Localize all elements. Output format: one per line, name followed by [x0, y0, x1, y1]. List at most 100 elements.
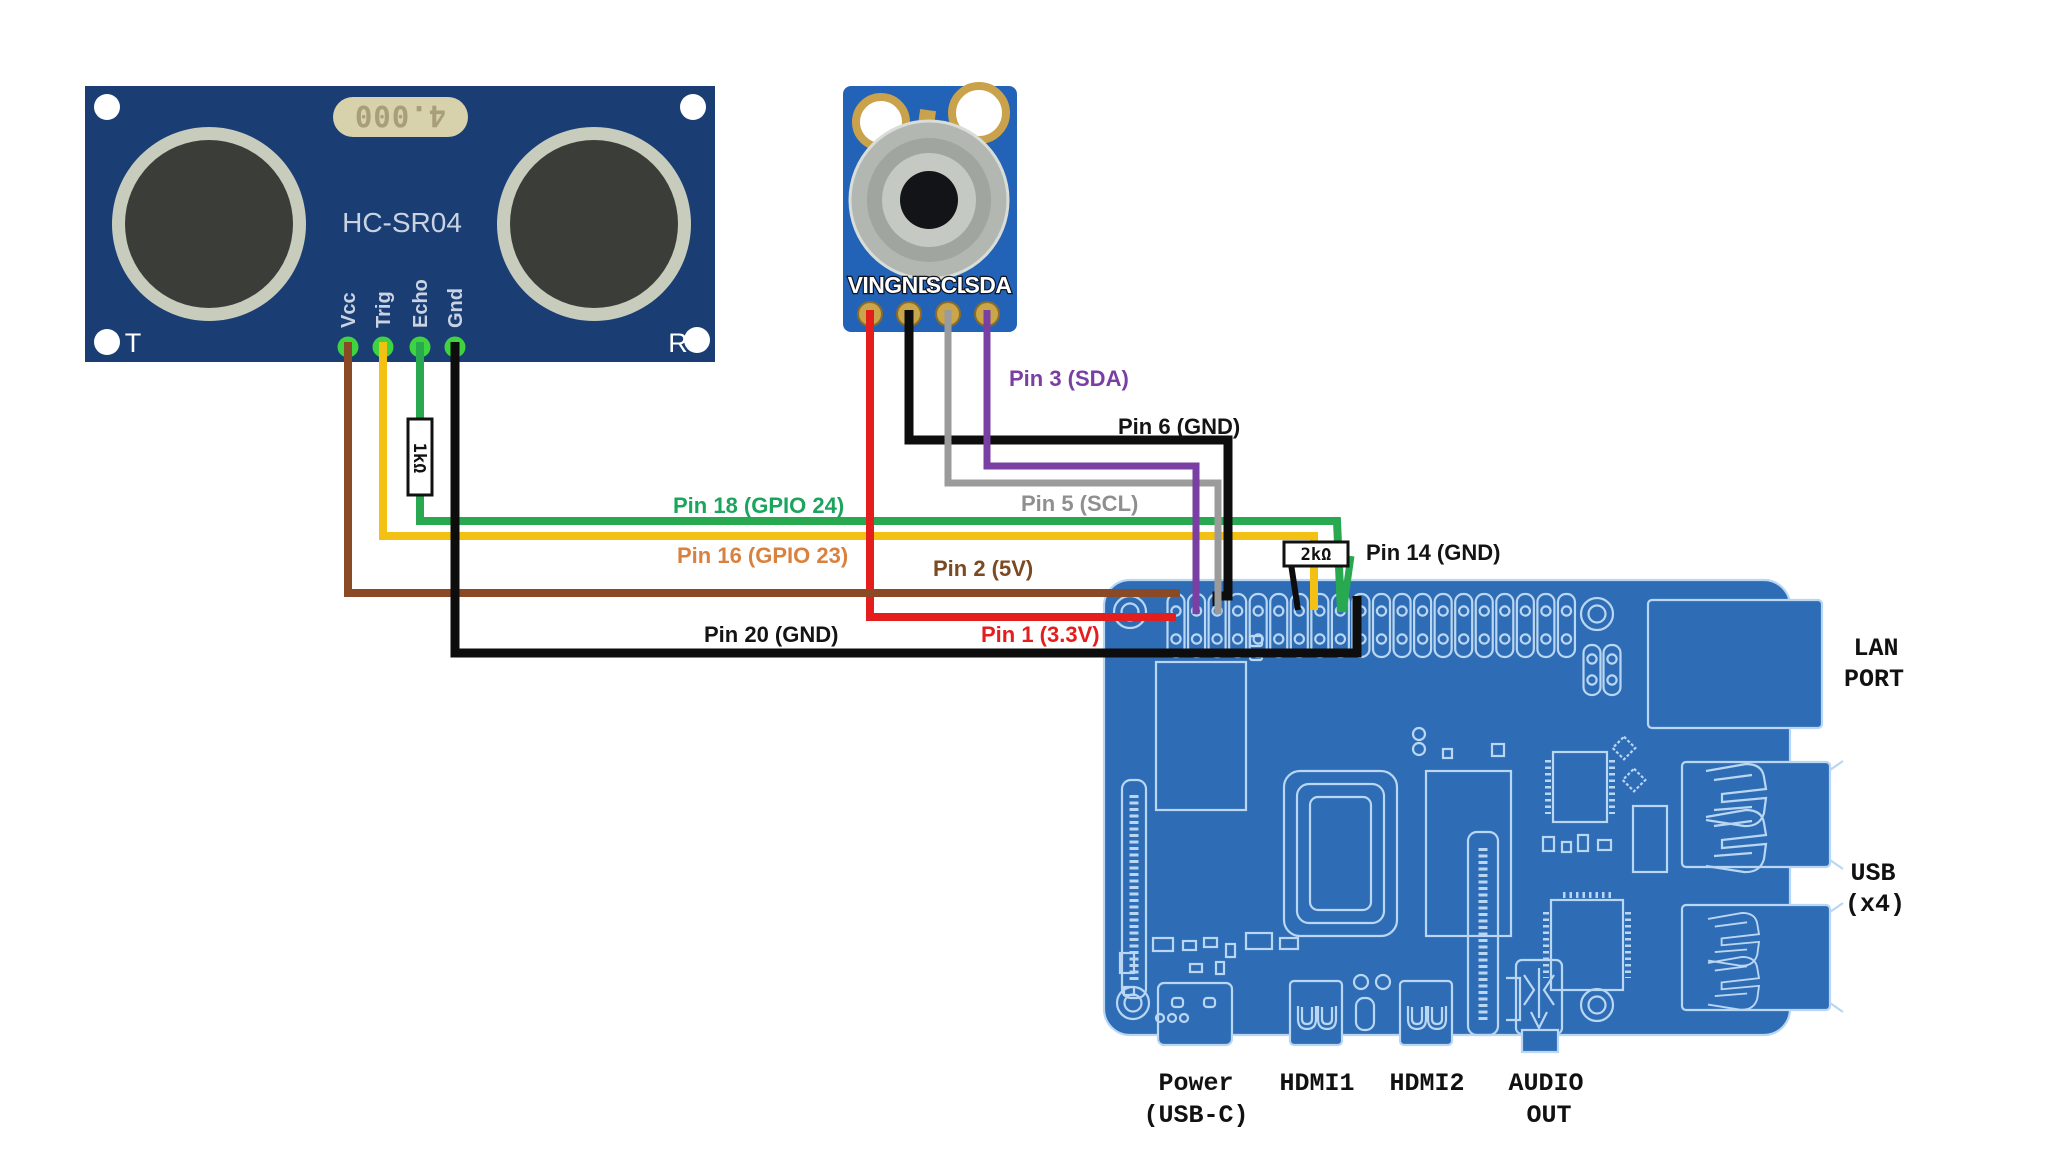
- smd-chip: [1631, 804, 1669, 874]
- smd-component: [1154, 1012, 1166, 1024]
- smd-component: [1122, 985, 1136, 997]
- smd-component: [1352, 973, 1370, 991]
- audio-jack-barrel: [1520, 1028, 1560, 1054]
- wire-sda-purple: [983, 310, 1200, 614]
- usb-ports-label: (x4): [1845, 890, 1905, 919]
- pin3-sda-label: Pin 3 (SDA): [1009, 366, 1129, 391]
- smd-component: [1596, 838, 1613, 852]
- wire-vin-red: [866, 310, 1176, 621]
- pin16-gpio23-label: Pin 16 (GPIO 23): [677, 543, 848, 568]
- pin20-gnd-label: Pin 20 (GND): [704, 622, 838, 647]
- mlx90614-sensor: VIN GND SCL SDA: [843, 82, 1017, 332]
- smd-component: [1374, 973, 1392, 991]
- soc-chip: [1282, 769, 1399, 938]
- lan-port-label: PORT: [1844, 665, 1904, 694]
- sd-slot: [1154, 660, 1248, 812]
- smd-component: [1576, 833, 1590, 853]
- audio-jack-plug: [1523, 968, 1555, 1031]
- wire-echo-green: [416, 342, 1345, 613]
- crystal-icon: [1411, 726, 1427, 742]
- hcsr04-title: HC-SR04: [342, 207, 462, 238]
- smd-diamond: [1611, 735, 1637, 761]
- ir-sensor-window: [900, 171, 958, 229]
- usb-c-pin: [1170, 996, 1185, 1009]
- receiver-transducer: [510, 140, 678, 308]
- smd-component: [1248, 634, 1264, 648]
- transmitter-label: T: [125, 328, 142, 358]
- smd-component: [1244, 931, 1274, 951]
- pin2-5v-label: Pin 2 (5V): [933, 556, 1033, 581]
- raspberry-pi-board: [1102, 578, 1844, 1054]
- usb-c-pin: [1202, 996, 1217, 1009]
- lan-port-label: LAN: [1853, 634, 1898, 663]
- receiver-label: R: [668, 328, 688, 358]
- crystal-oscillator: [333, 97, 468, 137]
- usb-stack-top: [1680, 760, 1832, 869]
- smd-component: [1490, 742, 1506, 758]
- smd-component: [1354, 996, 1376, 1032]
- wire-echo-branch: [1339, 555, 1355, 613]
- smd-component: [1278, 936, 1300, 951]
- resistor-2k-label: 2kΩ: [1301, 545, 1332, 565]
- usb-ports-label: USB: [1850, 859, 1895, 888]
- pin6-gnd-label: Pin 6 (GND): [1118, 414, 1240, 439]
- resistor-1k-label: 1kΩ: [409, 443, 429, 474]
- display-connector: [1120, 778, 1148, 1000]
- scl-pin-label: SCL: [926, 272, 971, 298]
- crystal-icon: [1411, 741, 1427, 757]
- vcc-pin-label: Vcc: [338, 292, 360, 328]
- wire-scl-gray: [944, 310, 1222, 614]
- wire-trig-yellow: [379, 342, 1318, 610]
- smd-component: [1214, 960, 1226, 976]
- smd-component: [1541, 835, 1556, 853]
- ethernet-chip: [1549, 898, 1625, 992]
- hdmi1-label: HDMI1: [1279, 1069, 1354, 1098]
- usb-clip: [1829, 760, 1844, 1013]
- pin14-gnd-label: Pin 14 (GND): [1366, 540, 1500, 565]
- smd-diamond: [1621, 767, 1647, 793]
- smd-component: [1560, 840, 1573, 854]
- smd-component: [1118, 951, 1136, 975]
- pin18-gpio24-label: Pin 18 (GPIO 24): [673, 493, 844, 518]
- wire-labels: Pin 3 (SDA) Pin 6 (GND) Pin 18 (GPIO 24)…: [673, 366, 1500, 647]
- audio-out-label: OUT: [1526, 1101, 1571, 1130]
- bracket: [1506, 976, 1522, 1022]
- smd-component: [1178, 1012, 1190, 1024]
- hcsr04-sensor: 4.000 HC-SR04 T R Vcc Trig Echo Gnd: [85, 86, 715, 362]
- resistors: 1kΩ 2kΩ: [406, 417, 1350, 568]
- mounting-hole: [94, 94, 120, 120]
- soc-chip-inner: [1295, 782, 1386, 925]
- mounting-hole: [680, 94, 706, 120]
- mounting-hole: [684, 327, 710, 353]
- power-port-label: (USB-C): [1143, 1101, 1248, 1130]
- wire-resistor-to-gnd: [1288, 563, 1301, 611]
- hdmi2-label: HDMI2: [1389, 1069, 1464, 1098]
- sda-pin-label: SDA: [964, 272, 1011, 298]
- wire-hcsr04-gnd-black: [450, 342, 1362, 658]
- transmitter-transducer: [125, 140, 293, 308]
- usb-controller-chip: [1551, 750, 1609, 824]
- pi-port-labels: LAN PORT USB (x4) Power (USB-C) HDMI1 HD…: [1143, 634, 1905, 1130]
- gnd-pin-label: GND: [884, 272, 934, 298]
- resistor-2k: [1282, 540, 1350, 568]
- gnd-pin-label: Gnd: [445, 288, 467, 328]
- resistor-1k: [406, 417, 434, 497]
- power-port-label: Power: [1158, 1069, 1233, 1098]
- smd-component: [1441, 747, 1454, 760]
- soc-chip-inner: [1308, 795, 1373, 912]
- smd-component: [1181, 939, 1198, 952]
- audio-out-label: AUDIO: [1508, 1069, 1583, 1098]
- echo-pin-label: Echo: [410, 279, 432, 328]
- trig-pin-label: Trig: [373, 291, 395, 328]
- smd-component: [1188, 962, 1204, 974]
- pin1-3v3-label: Pin 1 (3.3V): [981, 622, 1100, 647]
- smd-component: [1202, 936, 1219, 949]
- smd-component: [1166, 1012, 1178, 1024]
- lan-port: [1646, 598, 1824, 730]
- smd-component: [1224, 942, 1237, 959]
- camera-connector: [1466, 830, 1500, 1037]
- wire-vcc-brown: [344, 342, 1180, 597]
- vin-pin-label: VIN: [848, 272, 885, 298]
- mounting-hole: [94, 329, 120, 355]
- smd-component: [1151, 936, 1175, 953]
